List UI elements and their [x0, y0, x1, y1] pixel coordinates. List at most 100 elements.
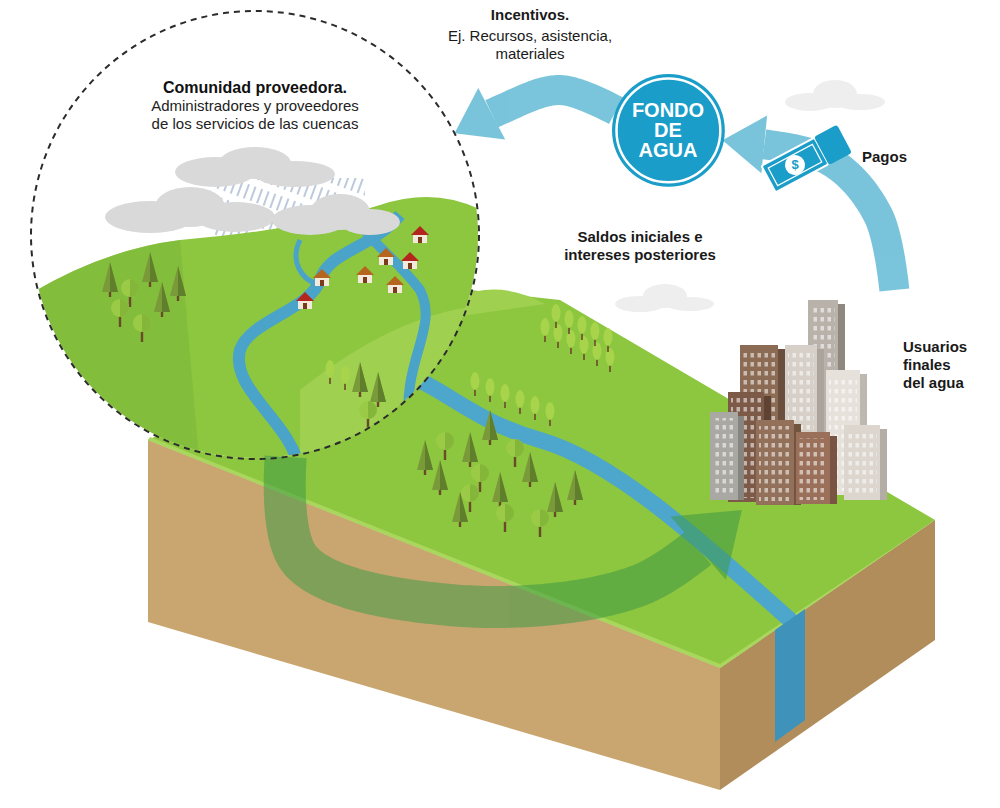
money-icon: [781, 151, 808, 178]
forest: [492, 472, 508, 507]
forest: [591, 322, 600, 346]
water-users-city: Usuarios finales del agua: [690, 290, 995, 510]
label-holder: $: [786, 156, 804, 174]
note-text: Saldos iniciales e intereses posteriores: [550, 228, 730, 264]
forest: [436, 432, 454, 460]
forest: [522, 452, 538, 487]
node-title: FONDO DE AGUA: [630, 100, 706, 160]
zoomed-watershed: [195, 202, 275, 232]
zoomed-watershed: [341, 366, 350, 390]
node-heading: Comunidad proveedora.: [144, 78, 366, 97]
money-icon: [814, 125, 852, 165]
city-buildings: [759, 426, 791, 501]
city-buildings: [880, 429, 887, 500]
zoomed-watershed: [154, 282, 170, 317]
forest: [604, 328, 613, 352]
zoomed-watershed: [326, 360, 335, 384]
zoomed-watershed: [133, 314, 151, 342]
zoomed-watershed: [370, 372, 386, 407]
forest: [580, 336, 589, 360]
edge-label: Pagos: [862, 148, 942, 166]
arrow-band: [285, 457, 699, 607]
city-buildings: [830, 436, 837, 504]
provider-community-region: Comunidad proveedora.Administradores y p…: [30, 10, 480, 460]
city-buildings: [710, 300, 887, 505]
zoomed-watershed: [352, 362, 368, 397]
forest: [531, 509, 549, 537]
city-buildings: [844, 425, 880, 500]
forest: [482, 410, 498, 445]
zoomed-watershed: [356, 266, 374, 283]
arrow-head: [722, 115, 767, 173]
fund-circle-ring: [616, 78, 720, 182]
forest: [516, 390, 525, 414]
forest: [471, 372, 480, 396]
background-cloud: [666, 297, 714, 311]
zoomed-watershed: [20, 197, 490, 470]
edge-label: Incentivos.: [430, 6, 630, 24]
edge-label-holder: Incentivos.: [430, 6, 630, 24]
forest: [546, 402, 555, 426]
forest: [486, 378, 495, 402]
flow-arrow: [455, 88, 616, 139]
city-buildings: [799, 438, 827, 500]
city-buildings: [756, 420, 794, 505]
node-body: Administradores y proveedores de los ser…: [144, 97, 366, 133]
zoomed-watershed: [20, 240, 200, 470]
arrow-head: [455, 88, 506, 139]
arrow-head: [671, 510, 742, 580]
currency-symbol: $: [786, 156, 804, 174]
zoomed-watershed: [377, 248, 395, 265]
forest: [506, 439, 524, 467]
city-buildings: [796, 432, 830, 504]
forest: [567, 470, 583, 505]
forest: [496, 504, 514, 532]
zoomed-watershed: [386, 276, 404, 293]
forest: [554, 324, 563, 348]
zoomed-watershed: [340, 209, 400, 235]
city-buildings: [847, 431, 877, 496]
dashed-region-outline: [31, 11, 479, 459]
forest: [593, 342, 602, 366]
background-cloud: [835, 94, 885, 110]
zoomed-watershed: [313, 269, 331, 286]
zoomed-watershed: [20, 10, 490, 470]
forest: [462, 432, 478, 467]
fund-circle-shape: [612, 74, 725, 187]
forest: [531, 396, 540, 420]
forest: [501, 384, 510, 408]
edge-label-holder: Pagos: [862, 148, 942, 166]
city-buildings: [710, 412, 738, 500]
label-holder: Saldos iniciales e intereses posteriores: [550, 228, 730, 264]
zoomed-watershed: [105, 147, 400, 235]
zoomed-watershed: [170, 266, 186, 301]
forest: [565, 310, 574, 334]
forest: [417, 440, 433, 475]
zoomed-watershed: [142, 252, 158, 287]
water-fund-circle: FONDO DE AGUA: [612, 74, 725, 187]
zoomed-watershed: [102, 262, 118, 297]
river: [395, 370, 805, 742]
city-buildings: [738, 416, 744, 500]
forest: [452, 492, 468, 527]
forest: [541, 318, 550, 342]
zoomed-watershed: [111, 299, 129, 327]
forest: [606, 348, 615, 372]
river: [775, 609, 805, 742]
forest: [578, 316, 587, 340]
flow-arrow: [722, 115, 894, 290]
zoomed-watershed: [401, 252, 419, 269]
forest: [552, 304, 561, 328]
city-buildings: [713, 418, 735, 496]
zoomed-watershed: [296, 292, 314, 309]
note-text: Ej. Recursos, asistencia, materiales: [435, 27, 625, 63]
node-title: Usuarios finales del agua: [903, 338, 975, 392]
zoomed-watershed: [300, 305, 490, 470]
forest: [547, 482, 563, 517]
zoomed-watershed: [411, 226, 429, 243]
